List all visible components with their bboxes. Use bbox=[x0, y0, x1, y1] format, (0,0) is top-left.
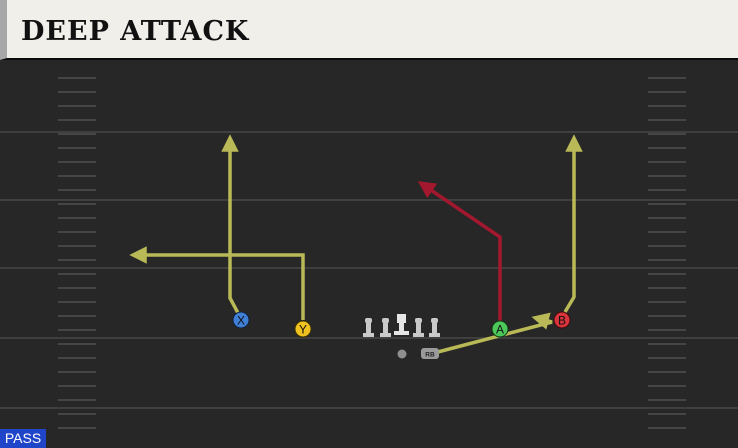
b-route bbox=[563, 134, 583, 313]
lineman-icon bbox=[429, 318, 440, 337]
play-diagram: RB X Y A B bbox=[0, 60, 738, 448]
rb-marker-icon bbox=[421, 348, 439, 359]
circle-y-icon bbox=[294, 320, 312, 338]
player-b[interactable]: B bbox=[553, 311, 571, 329]
play-type-badge: PASS bbox=[0, 429, 46, 448]
player-y-label: Y bbox=[299, 323, 307, 337]
player-x-label: X bbox=[237, 314, 245, 328]
hash-marks-right bbox=[648, 77, 686, 429]
player-b-label: B bbox=[558, 314, 566, 328]
circle-x-icon bbox=[232, 311, 250, 329]
player-rb[interactable]: RB bbox=[421, 348, 439, 359]
player-a-label: A bbox=[496, 323, 504, 337]
offensive-line bbox=[363, 314, 440, 337]
circle-b-icon bbox=[553, 311, 571, 329]
player-x[interactable]: X bbox=[232, 311, 250, 329]
lineman-icon bbox=[363, 318, 374, 337]
lineman-icon bbox=[380, 318, 391, 337]
lineman-icon bbox=[413, 318, 424, 337]
quarterback-icon bbox=[397, 349, 407, 359]
play-title-bar: DEEP ATTACK bbox=[0, 0, 738, 60]
player-a[interactable]: A bbox=[491, 320, 509, 338]
yard-lines bbox=[0, 131, 738, 409]
y-route bbox=[129, 246, 305, 320]
player-y[interactable]: Y bbox=[294, 320, 312, 338]
play-title: DEEP ATTACK bbox=[21, 16, 250, 47]
player-rb-label: RB bbox=[425, 352, 435, 359]
field-turf bbox=[0, 60, 738, 448]
x-route bbox=[221, 134, 240, 314]
circle-a-icon bbox=[491, 320, 509, 338]
rb-route bbox=[433, 312, 553, 355]
center-icon bbox=[394, 314, 409, 335]
a-route bbox=[417, 181, 502, 322]
hash-marks-left bbox=[58, 77, 96, 429]
